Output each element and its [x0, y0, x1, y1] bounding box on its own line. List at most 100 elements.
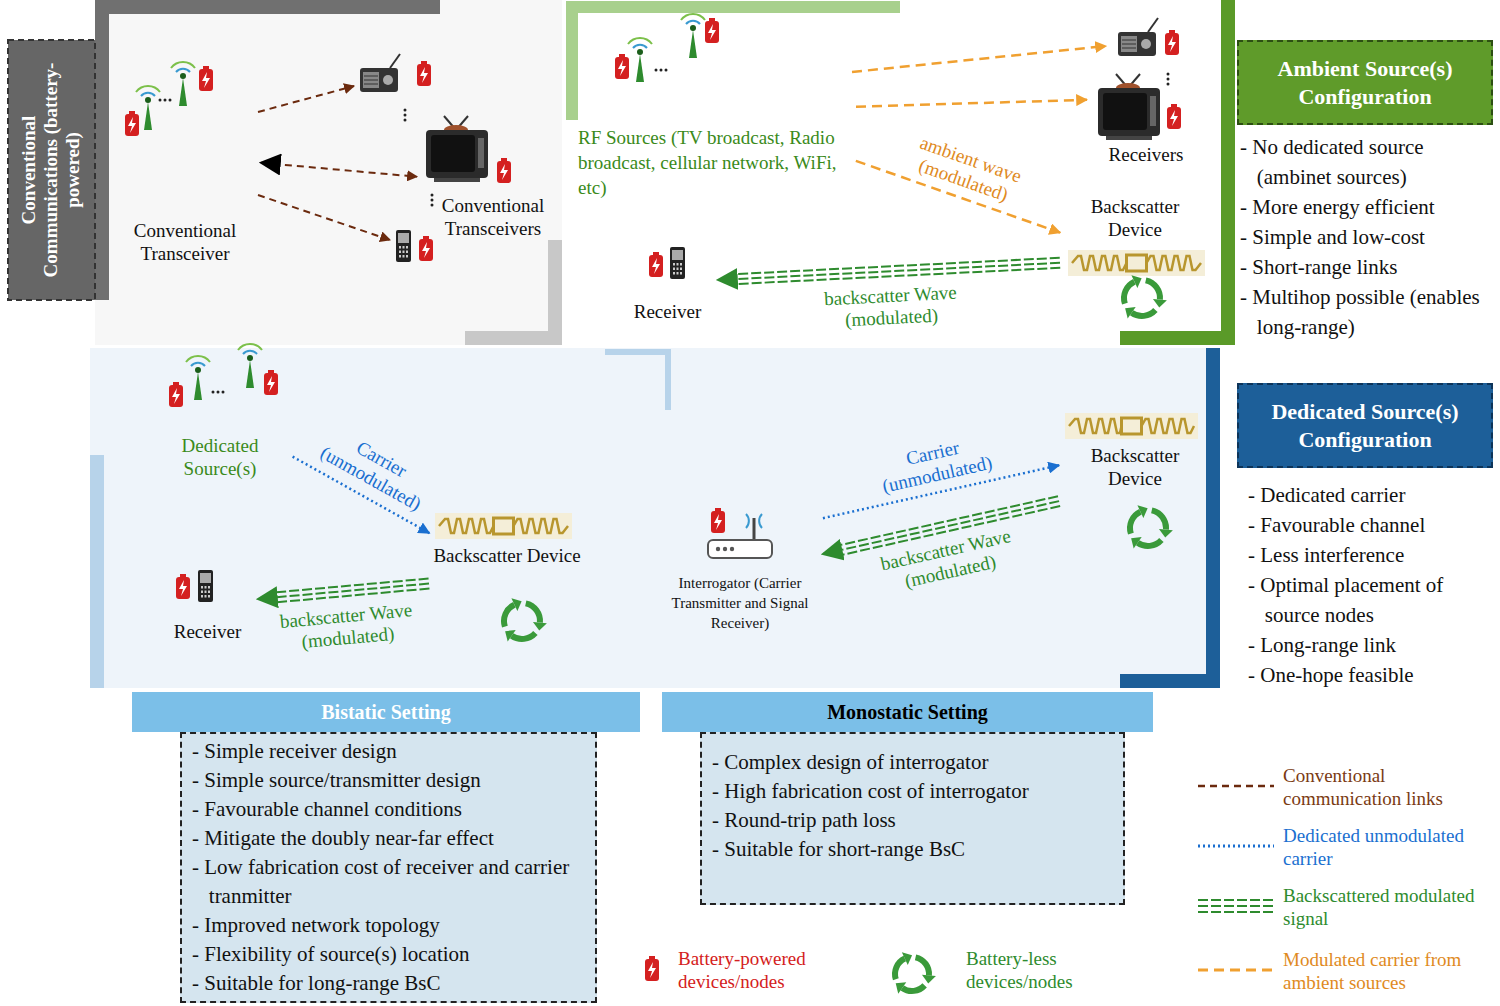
- signal-line: [1198, 911, 1274, 913]
- battery-icon: [199, 66, 213, 91]
- edge-label: ambient wave (modulated): [899, 128, 1036, 213]
- legend-label: Modulated carrier from ambient sources: [1283, 948, 1488, 994]
- tv-icon: [426, 116, 488, 182]
- ellipsis-dots: [212, 391, 225, 394]
- panel-ground: [90, 348, 1220, 688]
- text-group: - No dedicated source (ambinet sources)-…: [1240, 132, 1495, 342]
- battery-icon: [497, 158, 511, 183]
- list-item: - Round-trip path loss: [712, 806, 1113, 835]
- panel-ground: [95, 0, 562, 345]
- text-group: Receiver: [620, 300, 715, 323]
- heading: Bistatic Setting: [321, 701, 450, 724]
- connector: [856, 100, 1087, 107]
- list-item: - Long-range link: [1248, 630, 1493, 660]
- connector: [718, 263, 1060, 280]
- backscatter-node: Backscatter Device: [1063, 193, 1207, 325]
- antenna-icon: [238, 344, 262, 388]
- edge-label: backscatter Wave (modulated): [863, 521, 1034, 600]
- backscatter-tag-icon: [435, 513, 572, 539]
- panel-band: [465, 240, 555, 338]
- battery-icon: [1167, 104, 1181, 129]
- signal-line: [258, 195, 390, 240]
- legend-label: Backscattered modulated signal: [1283, 884, 1488, 930]
- edge-label: Carrier (unmodulated): [306, 417, 445, 521]
- list-item: - No dedicated source (ambinet sources): [1240, 132, 1495, 192]
- signal-line: [258, 86, 354, 112]
- text-group: Dedicated Source(s): [150, 434, 290, 480]
- battery-icon: [705, 18, 719, 43]
- edge-label: backscatter Wave (modulated): [263, 598, 431, 657]
- source-node: Dedicated Source(s): [150, 350, 290, 482]
- signal-line: [1198, 899, 1274, 901]
- connector-group: [856, 100, 1087, 107]
- interrogator-node: Interrogator (Carrier Transmitter and Si…: [660, 500, 820, 635]
- battery-less-icon: [1127, 505, 1173, 549]
- phone-icon: [396, 230, 411, 262]
- heading-box: Conventional Communications (battery-pow…: [18, 45, 84, 295]
- list-item: - Simple receiver design: [192, 737, 585, 766]
- text-group: Conventional Transceivers: [420, 194, 566, 240]
- list-item: - Optimal placement of source nodes: [1248, 570, 1493, 630]
- edge-label: backscatter Wave (modulated): [807, 281, 974, 333]
- text-group: Backscatter Device: [432, 544, 582, 567]
- setting-box: Monostatic Setting- Complex design of in…: [662, 692, 1153, 907]
- text-group: Receivers: [1090, 143, 1202, 166]
- antenna-icon: [628, 38, 652, 82]
- heading-box: Dedicated Source(s) Configuration: [1237, 383, 1493, 468]
- panel-band: [605, 352, 668, 410]
- text-group: Interrogator (Carrier Transmitter and Si…: [660, 573, 820, 633]
- heading: Monostatic Setting: [827, 701, 988, 724]
- list-item: - Simple and low-cost: [1240, 222, 1495, 252]
- battery-icon: [711, 508, 725, 533]
- radio-icon: [360, 54, 400, 92]
- transceiver-node: Conventional Transceiver: [112, 45, 258, 267]
- list-item: - More energy efficient: [1240, 192, 1495, 222]
- list-item: - Mitigate the doubly near-far effect: [192, 824, 585, 853]
- receiver-node: Receiver: [160, 562, 255, 645]
- node-label: Receiver: [620, 300, 715, 323]
- battery-icon: [649, 252, 663, 277]
- signal-line: [1198, 845, 1274, 848]
- ellipsis-dots: [159, 99, 172, 102]
- connector-group: [718, 258, 1060, 284]
- node-label: Conventional Transceivers: [420, 194, 566, 240]
- connector-group: [261, 163, 417, 177]
- battery-less-icon: [501, 598, 547, 642]
- list-item: - Simple source/transmitter design: [192, 766, 585, 795]
- backscatter-tag-icon: [1068, 250, 1205, 276]
- backscatter-tag-icon: [1065, 413, 1198, 439]
- list-item: - One-hope feasible: [1248, 660, 1493, 690]
- antenna-icon: [136, 86, 160, 130]
- connector: [261, 163, 417, 177]
- configuration-panel: Ambient Source(s) Configuration- No dedi…: [562, 0, 1500, 345]
- node-label: Dedicated Source(s): [150, 434, 290, 480]
- node-label: Receivers: [1090, 143, 1202, 166]
- legend-label: Battery-powered devices/nodes: [678, 947, 853, 993]
- battery-icon: [615, 54, 629, 79]
- battery-icon: [645, 956, 659, 981]
- heading-box: Ambient Source(s) Configuration: [1237, 40, 1493, 125]
- heading: Conventional Communications (battery-pow…: [18, 45, 84, 295]
- text-group: Backscatter Device: [1063, 195, 1207, 241]
- tv-icon: [1098, 74, 1160, 140]
- configuration-panel: Dedicated Source(s) Configuration- Dedic…: [88, 348, 1500, 690]
- heading: Dedicated Source(s) Configuration: [1239, 398, 1491, 454]
- signal-line: [1198, 969, 1274, 972]
- transceiver-node: Conventional Transceivers: [420, 125, 566, 242]
- battery-icon: [264, 370, 278, 395]
- ellipsis-dots: [404, 109, 407, 122]
- receiver-node: Receivers: [1090, 28, 1202, 168]
- phone-icon: [670, 247, 685, 279]
- panel-band: [1120, 0, 1228, 338]
- battery-icon: [176, 574, 190, 599]
- edge-label: Carrier (unmodulated): [864, 428, 1005, 500]
- receiver-node: Receiver: [620, 240, 715, 325]
- node-label: Backscatter Device: [1062, 444, 1208, 490]
- list-item: - Favourable channel conditions: [192, 795, 585, 824]
- antenna-icon: [186, 356, 210, 400]
- text-group: - Simple receiver design- Simple source/…: [180, 732, 597, 1003]
- panel-band: [90, 455, 104, 688]
- communication-panel: Conventional Communications (battery-pow…: [0, 0, 562, 345]
